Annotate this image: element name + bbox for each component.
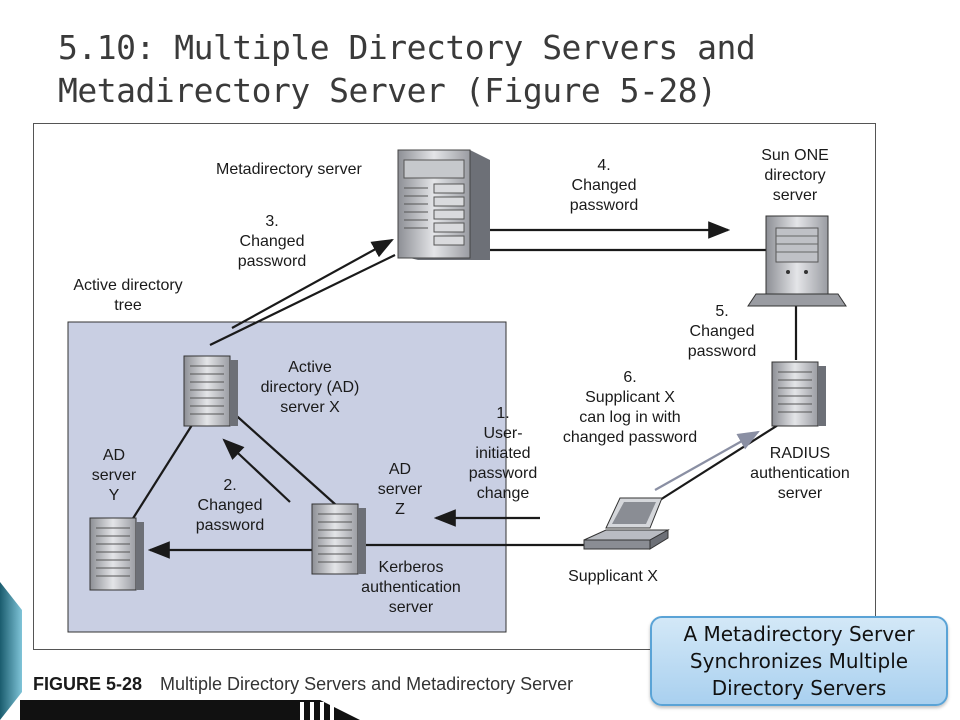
supplicant-label: Supplicant X xyxy=(568,568,658,585)
step6-text: can log in with xyxy=(579,409,681,426)
sun-one-label-line: server xyxy=(772,187,818,204)
figure-caption: FIGURE 5-28 Multiple Directory Servers an… xyxy=(33,674,573,695)
ad-z-label-line: server xyxy=(377,481,423,498)
step6-text: changed password xyxy=(562,429,698,446)
ad-z-label-line: AD xyxy=(388,461,412,478)
sun-one-label-line: directory xyxy=(764,167,826,184)
step3-label: 3. Changed password xyxy=(220,212,324,272)
ad-x-label-line: directory (AD) xyxy=(260,379,360,396)
radius-label-line: server xyxy=(777,485,823,502)
link-ad-x-to-ad-y xyxy=(131,424,193,521)
ad-server-x-icon xyxy=(183,355,238,427)
ad-z-label-line: Z xyxy=(395,501,405,518)
step5-text: password xyxy=(687,343,757,360)
step1-text: change xyxy=(476,485,530,502)
step3-number: 3. xyxy=(265,213,279,230)
sun-one-label-line: Sun ONE xyxy=(761,147,829,164)
arrow-step6 xyxy=(654,430,760,491)
step6-text: Supplicant X xyxy=(585,389,675,406)
kerberos-label-line: server xyxy=(388,599,434,616)
step3-text: password xyxy=(237,253,307,270)
step6-label: 6. Supplicant X can log in with changed … xyxy=(548,368,712,448)
link-ad-x-to-metadirectory xyxy=(209,254,396,346)
sun-one-server-icon xyxy=(747,215,847,307)
radius-server-icon xyxy=(771,361,826,427)
step4-label: 4. Changed password xyxy=(550,156,658,216)
arrow-step2 xyxy=(222,438,291,503)
metadirectory-server-label: Metadirectory server xyxy=(216,161,362,178)
callout-line: Directory Servers xyxy=(711,676,887,700)
ad-tree-label-line: tree xyxy=(114,297,142,314)
step4-number: 4. xyxy=(597,157,611,174)
kerberos-server-label: Kerberos authentication server xyxy=(346,558,476,618)
step5-label: 5. Changed password xyxy=(670,302,774,362)
step1-text: password xyxy=(468,465,538,482)
slide-title: 5.10: Multiple Directory Servers and Met… xyxy=(58,28,756,110)
callout-line: Synchronizes Multiple xyxy=(689,649,909,673)
step5-number: 5. xyxy=(715,303,729,320)
step2-label: 2. Changed password xyxy=(178,476,282,536)
sun-one-label: Sun ONE directory server xyxy=(745,146,845,206)
radius-label-line: RADIUS xyxy=(769,445,831,462)
step6-number: 6. xyxy=(623,369,637,386)
ad-y-label-line: AD xyxy=(102,447,126,464)
step2-text: password xyxy=(195,517,265,534)
step1-number: 1. xyxy=(496,405,510,422)
arrow-step3 xyxy=(231,238,394,329)
step1-label: 1. User- initiated password change xyxy=(458,404,548,504)
step3-text: Changed xyxy=(239,233,305,250)
figure-number: FIGURE 5-28 xyxy=(33,674,143,694)
kerberos-label-line: authentication xyxy=(361,579,461,596)
slide-arrow-decoration xyxy=(0,582,360,720)
radius-server-label: RADIUS authentication server xyxy=(732,444,868,504)
step2-text: Changed xyxy=(197,497,263,514)
ad-server-x-label: Active directory (AD) server X xyxy=(240,358,380,418)
ad-server-z-icon xyxy=(311,503,366,575)
figure-caption-text: Multiple Directory Servers and Metadirec… xyxy=(160,674,574,694)
kerberos-label-line: Kerberos xyxy=(378,559,444,576)
ad-x-label-line: Active xyxy=(288,359,332,376)
step1-text: initiated xyxy=(475,445,531,462)
step4-text: password xyxy=(569,197,639,214)
radius-label-line: authentication xyxy=(750,465,850,482)
step4-text: Changed xyxy=(571,177,637,194)
summary-callout: A Metadirectory Server Synchronizes Mult… xyxy=(650,616,948,706)
supplicant-laptop-icon xyxy=(583,497,670,550)
ad-server-y-label: AD server Y xyxy=(82,446,146,506)
ad-y-label-line: Y xyxy=(108,487,120,504)
active-directory-tree-label: Active directory tree xyxy=(58,276,198,316)
link-radius-to-supplicant xyxy=(651,419,787,506)
step5-text: Changed xyxy=(689,323,755,340)
step2-number: 2. xyxy=(223,477,237,494)
ad-tree-label-line: Active directory xyxy=(73,277,183,294)
link-ad-x-to-ad-z xyxy=(229,409,337,506)
ad-x-label-line: server X xyxy=(280,399,340,416)
step1-text: User- xyxy=(483,425,523,442)
ad-server-z-label: AD server Z xyxy=(366,460,434,520)
metadirectory-server-icon xyxy=(397,149,490,260)
callout-line: A Metadirectory Server xyxy=(683,622,915,646)
ad-server-y-icon xyxy=(89,517,144,591)
ad-y-label-line: server xyxy=(91,467,137,484)
